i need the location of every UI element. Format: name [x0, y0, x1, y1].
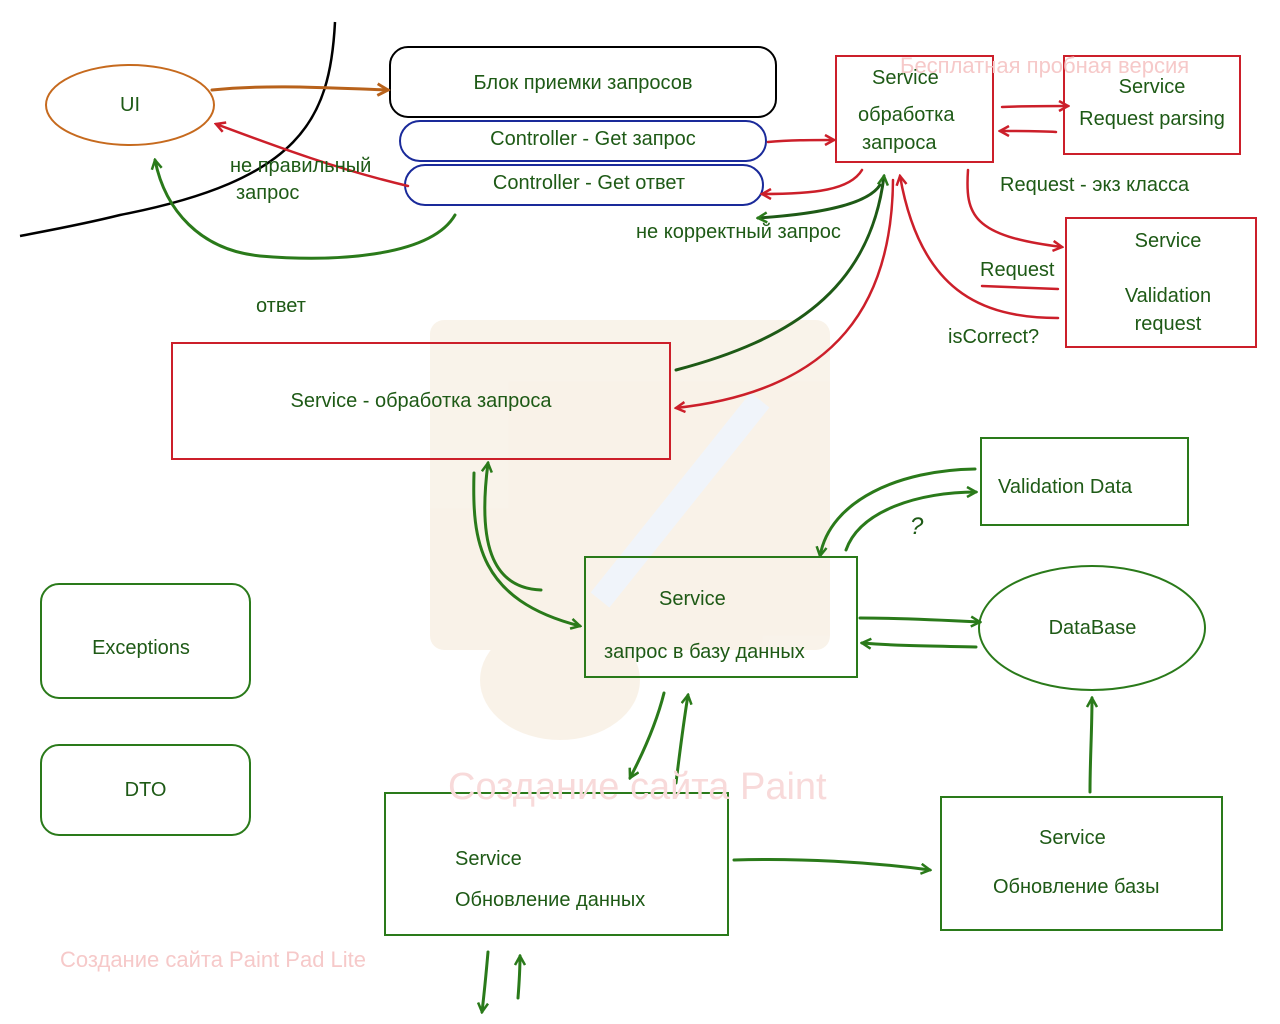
arrow-db-query-to-validation-data: [844, 492, 976, 552]
arrow-main-to-db-query: [472, 471, 580, 626]
dto-label: DTO: [124, 779, 167, 801]
wrong-request-label-line1: не правильный: [230, 155, 372, 177]
arrow-db-update-to-database: [1090, 698, 1092, 794]
is-correct-label: isCorrect?: [948, 326, 1040, 348]
service-request-parsing-line1: Service: [1118, 76, 1186, 98]
arrow-db-query-to-database: [858, 618, 980, 622]
service-db-query-line1: Service: [659, 588, 726, 610]
arrow-validation-data-to-db-query: [820, 467, 977, 556]
arrow-ui-to-intake: [210, 87, 388, 90]
arrow-incorrect-request: [758, 183, 882, 218]
database-ellipse[interactable]: [978, 565, 1206, 691]
service-processing-main-label: Service - обработка запроса: [290, 390, 552, 412]
dto-box[interactable]: [40, 744, 251, 836]
service-validation-request-line2: Validation: [1124, 285, 1212, 307]
watermark-trial-version: Бесплатная пробная версия: [900, 53, 1190, 78]
validation-data-label: Validation Data: [998, 476, 1133, 498]
service-processing-top-line2: обработка: [858, 104, 955, 126]
database-label: DataBase: [1048, 617, 1137, 639]
service-db-query-line2: запрос в базу данных: [604, 641, 805, 663]
arrow-down-out: [482, 950, 490, 1012]
arrow-top-service-to-main: [676, 178, 895, 408]
ui-label: UI: [120, 94, 140, 116]
watermark-site-paint-pad-lite: Создание сайта Paint Pad Lite: [60, 947, 367, 972]
service-processing-top-line1: Service: [872, 67, 939, 89]
arrow-db-query-to-data-update: [630, 691, 666, 778]
service-processing-top-line3: запроса: [862, 132, 937, 154]
service-data-update-box[interactable]: [384, 792, 729, 936]
controller-get-response-label: Controller - Get ответ: [492, 172, 686, 194]
service-db-query-box[interactable]: [584, 556, 858, 678]
watermark-image: [430, 320, 830, 740]
request-intake-box[interactable]: [389, 46, 777, 118]
service-db-update-box[interactable]: [940, 796, 1223, 931]
service-validation-request-box[interactable]: [1065, 217, 1257, 348]
controller-get-request-label: Controller - Get запрос: [490, 128, 696, 150]
request-intake-label: Блок приемки запросов: [473, 72, 693, 94]
arrow-db-query-to-main: [485, 463, 543, 592]
exceptions-box[interactable]: [40, 583, 251, 699]
arrow-up-in: [518, 956, 520, 1000]
wrong-request-label-line2: запрос: [236, 182, 300, 204]
arrow-service-to-controller-response: [762, 168, 864, 194]
arrow-database-to-db-query: [862, 643, 978, 647]
service-validation-request-line3: request: [1134, 313, 1202, 335]
arrow-data-update-to-db-update: [732, 858, 930, 870]
arrow-wrong-request-to-ui: [216, 124, 410, 188]
service-data-update-line2: Обновление данных: [455, 889, 646, 911]
service-processing-main-box[interactable]: [171, 342, 671, 460]
watermark-site-paint: Создание сайта Paint: [448, 766, 827, 808]
service-db-update-line1: Service: [1039, 827, 1106, 849]
incorrect-request-label: не корректный запрос: [636, 221, 841, 243]
request-label: Request: [980, 259, 1055, 281]
service-db-update-line2: Обновление базы: [993, 876, 1160, 898]
service-validation-request-line1: Service: [1134, 230, 1202, 252]
response-label: ответ: [256, 295, 306, 317]
question-mark-label: ?: [910, 513, 924, 540]
ui-ellipse[interactable]: [45, 64, 215, 146]
arrow-data-update-to-db-query: [674, 695, 688, 785]
arrow-response-to-ui: [155, 160, 457, 260]
arrow-iscorrect-to-service: [900, 176, 1060, 320]
controller-get-request-box[interactable]: [399, 120, 767, 162]
exceptions-label: Exceptions: [92, 637, 190, 659]
validation-data-box[interactable]: [980, 437, 1189, 526]
service-request-parsing-line2: Request parsing: [1079, 108, 1225, 130]
service-data-update-line1: Service: [455, 848, 522, 870]
arrow-controller-to-service: [766, 140, 834, 142]
request-class-instance-label: Request - экз класса: [1000, 174, 1190, 196]
request-underline: [980, 284, 1060, 291]
arrow-service-to-validation: [966, 168, 1062, 247]
arrow-parsing-to-service: [1000, 131, 1058, 132]
service-processing-top-box[interactable]: [835, 55, 994, 163]
arrow-service-to-parsing: [1000, 106, 1068, 107]
arrow-main-to-top-service: [674, 176, 884, 372]
